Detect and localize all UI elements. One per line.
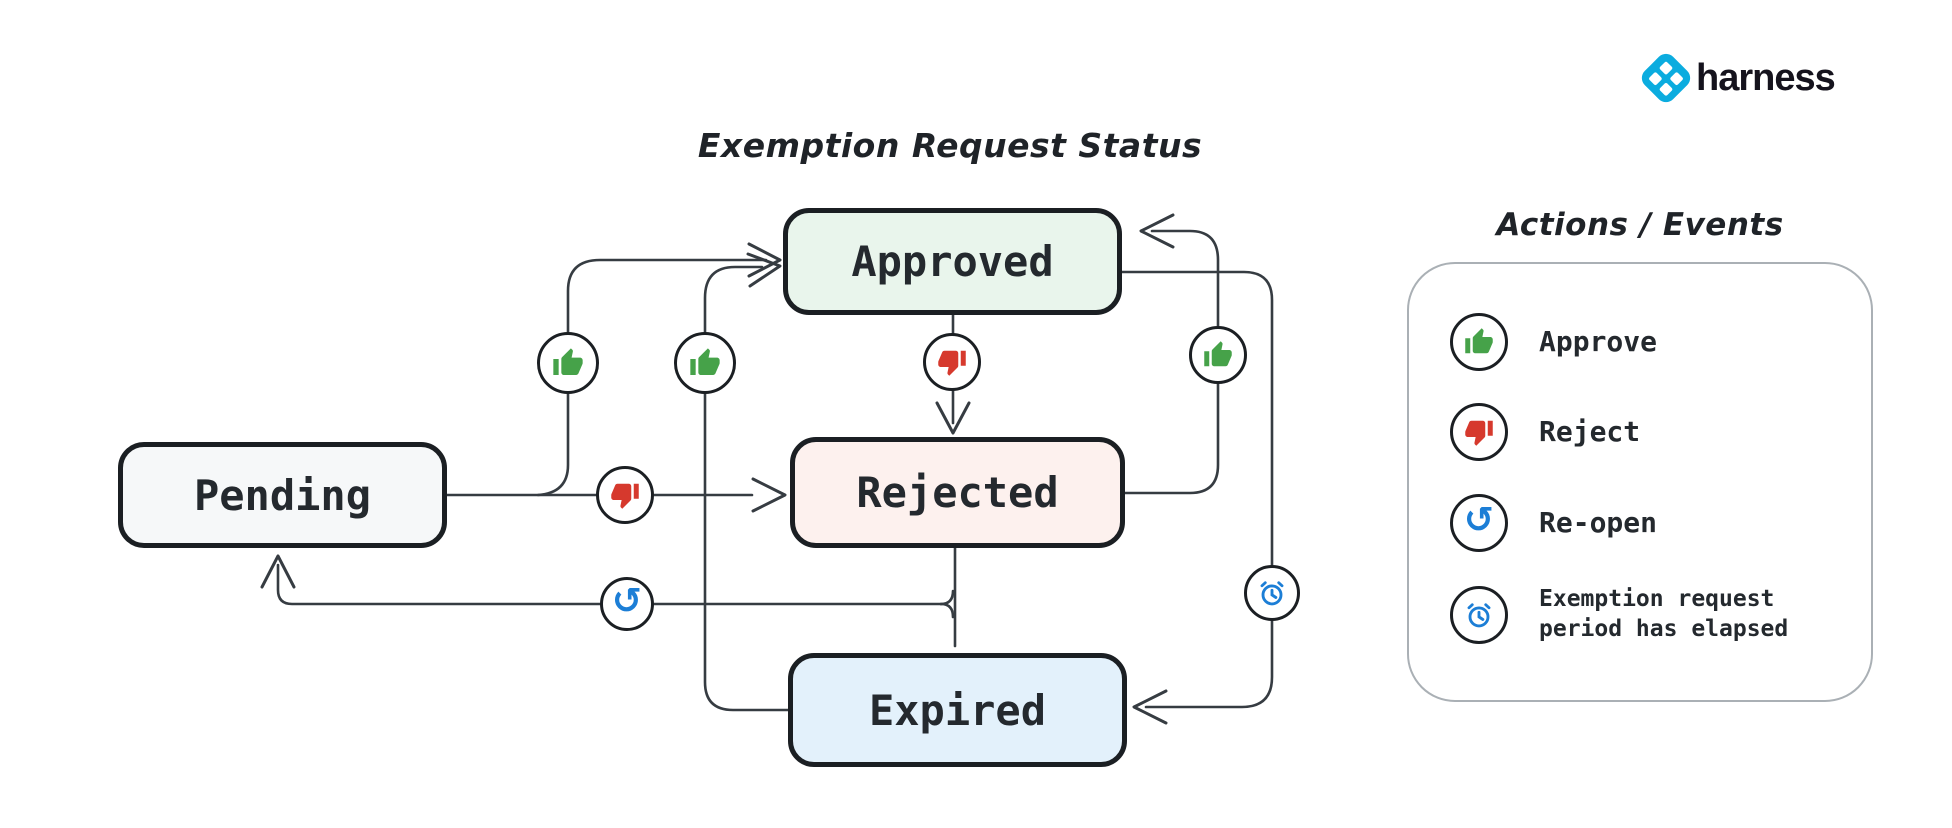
legend-panel: Approve Reject ↺ Re-open Exemption reque… <box>1407 262 1873 702</box>
state-approved-label: Approved <box>851 237 1054 286</box>
arrowhead-into-rejected-left <box>751 477 787 513</box>
thumbs-up-icon <box>690 348 720 375</box>
approve-action-badge <box>537 332 599 394</box>
logo-hole <box>1658 60 1674 75</box>
reject-action-badge <box>596 466 654 524</box>
approve-action-badge <box>1450 313 1508 371</box>
state-rejected: Rejected <box>790 437 1125 548</box>
state-approved: Approved <box>783 208 1122 315</box>
state-rejected-label: Rejected <box>856 468 1059 517</box>
thumbs-up-icon <box>1465 328 1493 354</box>
thumbs-up-icon <box>1204 341 1232 367</box>
alarm-clock-icon <box>1260 581 1284 606</box>
approve-action-badge <box>1189 326 1247 384</box>
legend-item-elapsed: Exemption request period has elapsed <box>1409 586 1871 644</box>
edge-expired-approved <box>703 265 790 712</box>
page-title: Exemption Request Status <box>697 126 1203 165</box>
logo-hole <box>1648 70 1663 86</box>
legend-item-label: Re-open <box>1539 505 1658 539</box>
harness-logo: harness <box>1637 49 1836 107</box>
legend-title: Actions / Events <box>1496 207 1784 243</box>
elapsed-event-badge <box>1244 565 1300 621</box>
logo-hole <box>1669 70 1684 86</box>
arrowhead-into-expired-right <box>1132 689 1168 725</box>
legend-item-label: Approve <box>1539 324 1658 358</box>
reject-action-badge <box>1450 403 1508 461</box>
elapsed-event-badge <box>1450 586 1508 644</box>
legend-item-reject: Reject <box>1409 403 1871 461</box>
logo-hole <box>1658 81 1674 96</box>
edge-reopen-junction-curve-top <box>939 589 955 606</box>
edge-reopen-to-pending <box>276 563 943 606</box>
state-expired: Expired <box>788 653 1127 767</box>
arrowhead-into-approved-left-2 <box>746 252 782 288</box>
legend-item-label: Exemption request period has elapsed <box>1539 586 1789 642</box>
harness-wordmark: harness <box>1696 57 1836 99</box>
thumbs-up-icon <box>553 348 583 375</box>
legend-item-label: Reject <box>1539 414 1641 448</box>
legend-item-reopen: ↺ Re-open <box>1409 494 1871 552</box>
undo-arrow-icon: ↺ <box>611 581 643 622</box>
thumbs-down-icon <box>611 483 639 509</box>
undo-arrow-icon: ↺ <box>1463 500 1495 541</box>
state-pending: Pending <box>118 442 447 548</box>
reject-action-badge <box>923 333 981 391</box>
legend-item-approve: Approve <box>1409 313 1871 371</box>
reopen-action-badge: ↺ <box>600 577 654 631</box>
approve-action-badge <box>674 332 736 394</box>
edge-approved-expired <box>1120 270 1274 709</box>
alarm-clock-icon <box>1467 603 1491 628</box>
harness-logo-icon <box>1637 49 1695 107</box>
arrowhead-into-approved-right <box>1139 213 1175 249</box>
arrowhead-into-pending-bottom <box>260 554 296 589</box>
thumbs-down-icon <box>938 350 966 376</box>
thumbs-down-icon <box>1465 420 1493 446</box>
state-pending-label: Pending <box>193 470 371 520</box>
reopen-action-badge: ↺ <box>1450 494 1508 552</box>
arrowhead-into-rejected-top <box>935 401 971 435</box>
state-expired-label: Expired <box>868 685 1046 735</box>
edge-reopen-junction-curve-bottom <box>939 602 955 619</box>
edge-pending-approved <box>536 258 768 497</box>
arrowhead-into-approved-left <box>747 242 782 278</box>
